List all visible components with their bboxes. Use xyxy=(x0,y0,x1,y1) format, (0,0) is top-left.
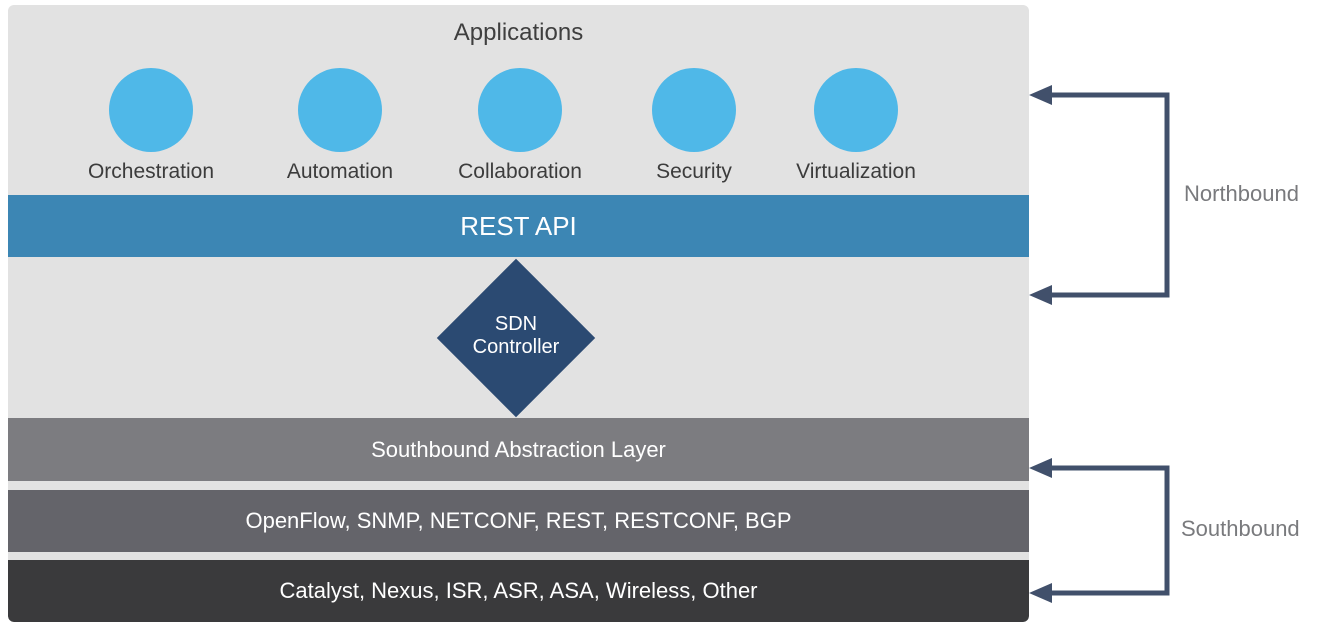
northbound-bracket xyxy=(1029,85,1170,305)
left-arrow-icon xyxy=(1029,458,1052,478)
sdn-controller-label: SDN Controller xyxy=(436,313,596,359)
app-label: Collaboration xyxy=(458,160,582,183)
diagram-panel: Applications Orchestration Automation Co… xyxy=(8,5,1029,622)
app-collaboration: Collaboration xyxy=(435,68,605,184)
rest-api-bar: REST API xyxy=(8,195,1029,257)
sdn-controller-label-line2: Controller xyxy=(472,336,560,358)
southbound-protocols-bar: OpenFlow, SNMP, NETCONF, REST, RESTCONF,… xyxy=(8,490,1029,552)
app-orchestration: Orchestration xyxy=(66,68,236,184)
left-arrow-icon xyxy=(1029,583,1052,603)
southbound-bracket-line xyxy=(1050,465,1170,596)
southbound-bracket xyxy=(1029,458,1170,603)
applications-title: Applications xyxy=(453,19,584,46)
app-circle-icon xyxy=(109,68,193,152)
southbound-label: Southbound xyxy=(1181,516,1300,541)
northbound-label: Northbound xyxy=(1184,181,1299,206)
app-label: Virtualization xyxy=(796,160,916,183)
app-label: Security xyxy=(656,160,732,183)
left-arrow-icon xyxy=(1029,285,1052,305)
app-automation: Automation xyxy=(255,68,425,184)
app-circle-icon xyxy=(478,68,562,152)
app-circle-icon xyxy=(652,68,736,152)
network-devices-bar: Catalyst, Nexus, ISR, ASR, ASA, Wireless… xyxy=(8,560,1029,622)
app-label: Orchestration xyxy=(87,160,215,183)
left-arrow-icon xyxy=(1029,85,1052,105)
northbound-bracket-line xyxy=(1050,92,1170,298)
app-circle-icon xyxy=(814,68,898,152)
sdn-controller-label-line1: SDN xyxy=(494,313,538,335)
southbound-abstraction-layer-bar: Southbound Abstraction Layer xyxy=(8,418,1029,481)
app-circle-icon xyxy=(298,68,382,152)
app-virtualization: Virtualization xyxy=(771,68,941,184)
app-label: Automation xyxy=(286,160,394,183)
app-security: Security xyxy=(609,68,779,184)
